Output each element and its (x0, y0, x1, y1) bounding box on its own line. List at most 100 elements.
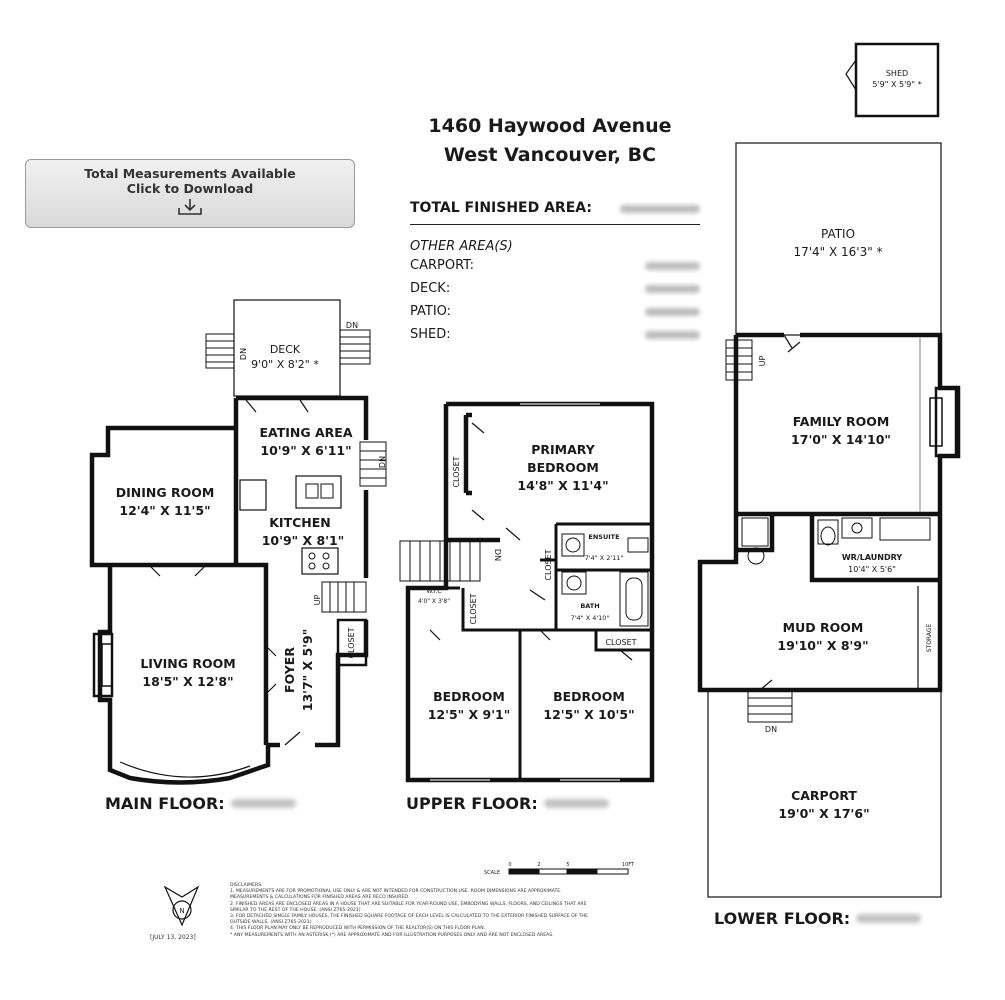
carport-area-redacted (645, 262, 700, 270)
carport-dn: DN (765, 725, 777, 734)
eating-side-stair (359, 441, 387, 487)
deck-area-label: DECK: (410, 281, 451, 296)
other-areas-label: OTHER AREA(S) (410, 239, 513, 254)
wic-name: W.I.C (426, 588, 441, 595)
bath-name: BATH (580, 602, 599, 610)
scale-tick-10: 10FT (622, 862, 635, 868)
laundry-name: WR/LAUNDRY (842, 553, 903, 562)
disclaimer-title: DISCLAIMERS: (230, 883, 263, 888)
disclaimers: DISCLAIMERS: 1. MEASUREMENTS ARE FOR PRO… (230, 883, 610, 939)
primary-dims: 14'8" X 11'4" (517, 478, 608, 493)
upper-closet-mid-label: CLOSET (544, 549, 553, 580)
download-measurements-button[interactable]: Total Measurements Available Click to Do… (25, 159, 355, 228)
lower-floor-area-redacted (856, 914, 922, 923)
laundry-toilet (817, 519, 839, 545)
foyer-name: FOYER (282, 647, 297, 693)
disclaimer-line: * ANY MEASUREMENTS WITH AN ASTERISK (*) … (230, 932, 554, 938)
upper-stair (399, 540, 481, 582)
deck-area-redacted (645, 285, 700, 293)
bath-dims: 7'4" X 4'10" (571, 614, 610, 622)
kitchen-counter (295, 475, 342, 509)
eating-dn: DN (378, 456, 387, 468)
carport-stair (747, 689, 793, 723)
address-title: 1460 Haywood Avenue West Vancouver, BC (340, 112, 760, 170)
download-line-1: Total Measurements Available (84, 166, 296, 181)
patio-dims: 17'4" X 16'3" * (793, 245, 882, 259)
bedroom2-dims: 12'5" X 10'5" (543, 707, 634, 722)
main-up: UP (313, 594, 322, 605)
upper-closet-left-label: CLOSET (452, 456, 461, 487)
deck-dn-left: DN (239, 348, 248, 360)
shed-outline (854, 42, 940, 118)
primary-name2: BEDROOM (527, 460, 599, 475)
patio-name: PATIO (821, 227, 855, 241)
main-closet-label: CLOSET (347, 627, 356, 658)
patio-stair (725, 339, 753, 381)
download-icon (178, 199, 202, 215)
shed-area-row: SHED: (410, 323, 700, 346)
total-finished-label: TOTAL FINISHED AREA: (410, 200, 592, 216)
total-finished-area: TOTAL FINISHED AREA: (410, 200, 700, 225)
carport-area-row: CARPORT: (410, 254, 700, 277)
kitchen-range (301, 547, 339, 575)
deck-stair-left (205, 333, 235, 369)
total-finished-value-redacted (620, 205, 700, 213)
carport-name: CARPORT (791, 788, 857, 803)
disclaimer-line: OUTSIDE WALLS. (ANSI Z765-2021) (230, 920, 312, 926)
disclaimer-line: 2. FINISHED AREAS ARE ENCLOSED AREAS IN … (230, 901, 587, 907)
deck-dn-right: DN (346, 321, 358, 330)
living-dims: 18'5" X 12'8" (142, 674, 233, 689)
storage-label: STORAGE (926, 624, 933, 653)
deck-area-row: DECK: (410, 277, 700, 300)
disclaimer-line: MEASUREMENTS & CALCULATIONS FOR FINISHED… (230, 895, 410, 901)
eating-name: EATING AREA (259, 425, 352, 440)
wic-dims: 4'0" X 3'8" (418, 598, 450, 605)
deck-dims: 9'0" X 8'2" * (251, 358, 319, 371)
dining-dims: 12'4" X 11'5" (119, 503, 210, 518)
mud-sink (741, 517, 769, 547)
disclaimer-line: 3. FOR DETACHED SINGLE FAMILY HOUSES, TH… (230, 914, 588, 920)
bath-sink (561, 571, 587, 595)
primary-name1: PRIMARY (531, 442, 595, 457)
main-closet-outline (336, 618, 368, 667)
scale-tick-2: 2 (537, 862, 540, 868)
scale-tick-5: 5 (566, 862, 569, 868)
area-summary: TOTAL FINISHED AREA: OTHER AREA(S) CARPO… (410, 200, 700, 346)
main-floor-label: MAIN FLOOR: (105, 794, 296, 813)
scale-tick-0: 0 (508, 862, 511, 868)
lower-floor-label: LOWER FLOOR: (714, 909, 922, 928)
scale-label: SCALE (484, 870, 500, 876)
lower-floor-text: LOWER FLOOR: (714, 909, 851, 928)
shed-area-label: SHED: (410, 327, 451, 342)
bedroom1-name: BEDROOM (433, 689, 505, 704)
laundry-dims: 10'4" X 5'6" (848, 565, 896, 574)
patio-area-label: PATIO: (410, 304, 452, 319)
shed-dims: 5'9" X 5'9" * (872, 80, 921, 89)
plan-date: [JULY 13, 2023] (150, 934, 196, 941)
deck-name: DECK (270, 343, 301, 356)
address-line-1: 1460 Haywood Avenue (428, 115, 672, 137)
dining-name: DINING ROOM (116, 485, 215, 500)
family-name: FAMILY ROOM (793, 414, 890, 429)
patio-up: UP (758, 355, 767, 366)
bedroom1-dims: 12'5" X 9'1" (428, 707, 511, 722)
wic-closet-label: CLOSET (469, 593, 478, 624)
eating-dims: 10'9" X 6'11" (260, 443, 351, 458)
upper-dn: DN (493, 549, 502, 561)
ensuite-sink (561, 533, 585, 557)
bedroom2-name: BEDROOM (553, 689, 625, 704)
foyer-dims: 13'7" X 5'9" (300, 629, 315, 712)
family-dims: 17'0" X 14'10" (791, 432, 891, 447)
scale-bar (508, 868, 629, 875)
compass-label: N (179, 907, 184, 915)
ensuite-dims: 7'4" X 2'11" (585, 554, 624, 562)
mud-name: MUD ROOM (783, 620, 864, 635)
disclaimer-line: 4. THIS FLOOR PLAN MAY ONLY BE REPRODUCE… (230, 926, 486, 932)
kitchen-name: KITCHEN (269, 515, 331, 530)
carport-outline (707, 689, 942, 898)
family-fireplace (934, 386, 958, 458)
deck-stair-right (339, 329, 371, 365)
address-line-2: West Vancouver, BC (443, 144, 657, 166)
mud-dims: 19'10" X 8'9" (777, 638, 868, 653)
